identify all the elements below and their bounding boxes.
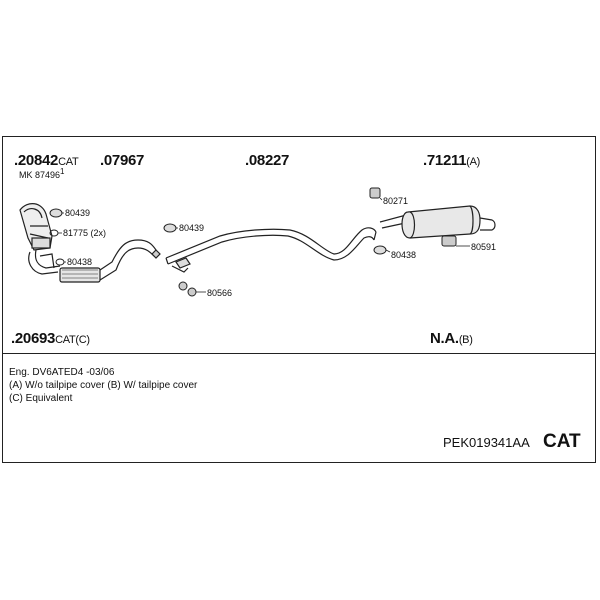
- part-number-middle-pipe: .08227: [245, 152, 290, 169]
- mounting-kit-sup: 1: [60, 167, 65, 176]
- label-clamp-front: 80439: [65, 208, 91, 218]
- label-clamp-flex: 80438: [67, 257, 93, 267]
- front-pipe-icon: [59, 239, 161, 283]
- label-hanger-rear: 80271: [383, 196, 409, 206]
- notes-divider: [2, 353, 596, 354]
- cat-badge: CAT: [543, 431, 581, 452]
- part-number-rear-silencer: .71211(A): [423, 153, 480, 168]
- kit-code: PEK019341AA: [443, 435, 530, 450]
- catalytic-converter-icon: [19, 203, 61, 275]
- part-number-equivalent-cat-suffix: CAT(C): [55, 334, 90, 346]
- part-number-cat-num: .20842: [14, 152, 59, 169]
- diagram-frame: [2, 136, 596, 463]
- legend-ab: (A) W/o tailpipe cover (B) W/ tailpipe c…: [9, 380, 198, 391]
- label-clamp-middle: 80439: [179, 223, 205, 233]
- part-number-front-pipe: .07967: [100, 152, 145, 169]
- label-gasket-2x: 81775 (2x): [63, 228, 107, 238]
- part-number-cat-suffix: CAT: [58, 156, 79, 168]
- bolt-icon: [178, 281, 197, 297]
- part-number-tailpipe-cover-suffix: (B): [458, 334, 473, 346]
- mounting-kit-number: MK 874961: [19, 168, 64, 180]
- part-number-tailpipe-cover: N.A.(B): [430, 331, 473, 346]
- part-number-rear-silencer-suffix: (A): [466, 156, 481, 168]
- leader-lines: [58, 197, 470, 293]
- rubber-hanger-icon: [369, 187, 457, 247]
- mounting-kit-text: MK 87496: [19, 170, 61, 180]
- label-bolt-kit: 80566: [207, 288, 233, 298]
- legend-c: (C) Equivalent: [9, 393, 73, 404]
- engine-note: Eng. DV6ATED4 -03/06: [9, 367, 115, 378]
- part-number-equivalent-cat: .20693CAT(C): [11, 331, 90, 346]
- middle-pipe-icon: [165, 227, 377, 273]
- gasket-icon: [49, 229, 65, 266]
- part-number-cat: .20842CAT: [14, 152, 79, 169]
- part-number-equivalent-cat-num: .20693: [11, 330, 56, 347]
- part-number-tailpipe-cover-num: N.A.: [430, 330, 459, 347]
- part-number-rear-silencer-num: .71211: [423, 152, 467, 169]
- muffler-icon: [379, 205, 496, 243]
- label-clamp-rear: 80438: [391, 250, 417, 260]
- label-mounting-rubber: 80591: [471, 242, 497, 252]
